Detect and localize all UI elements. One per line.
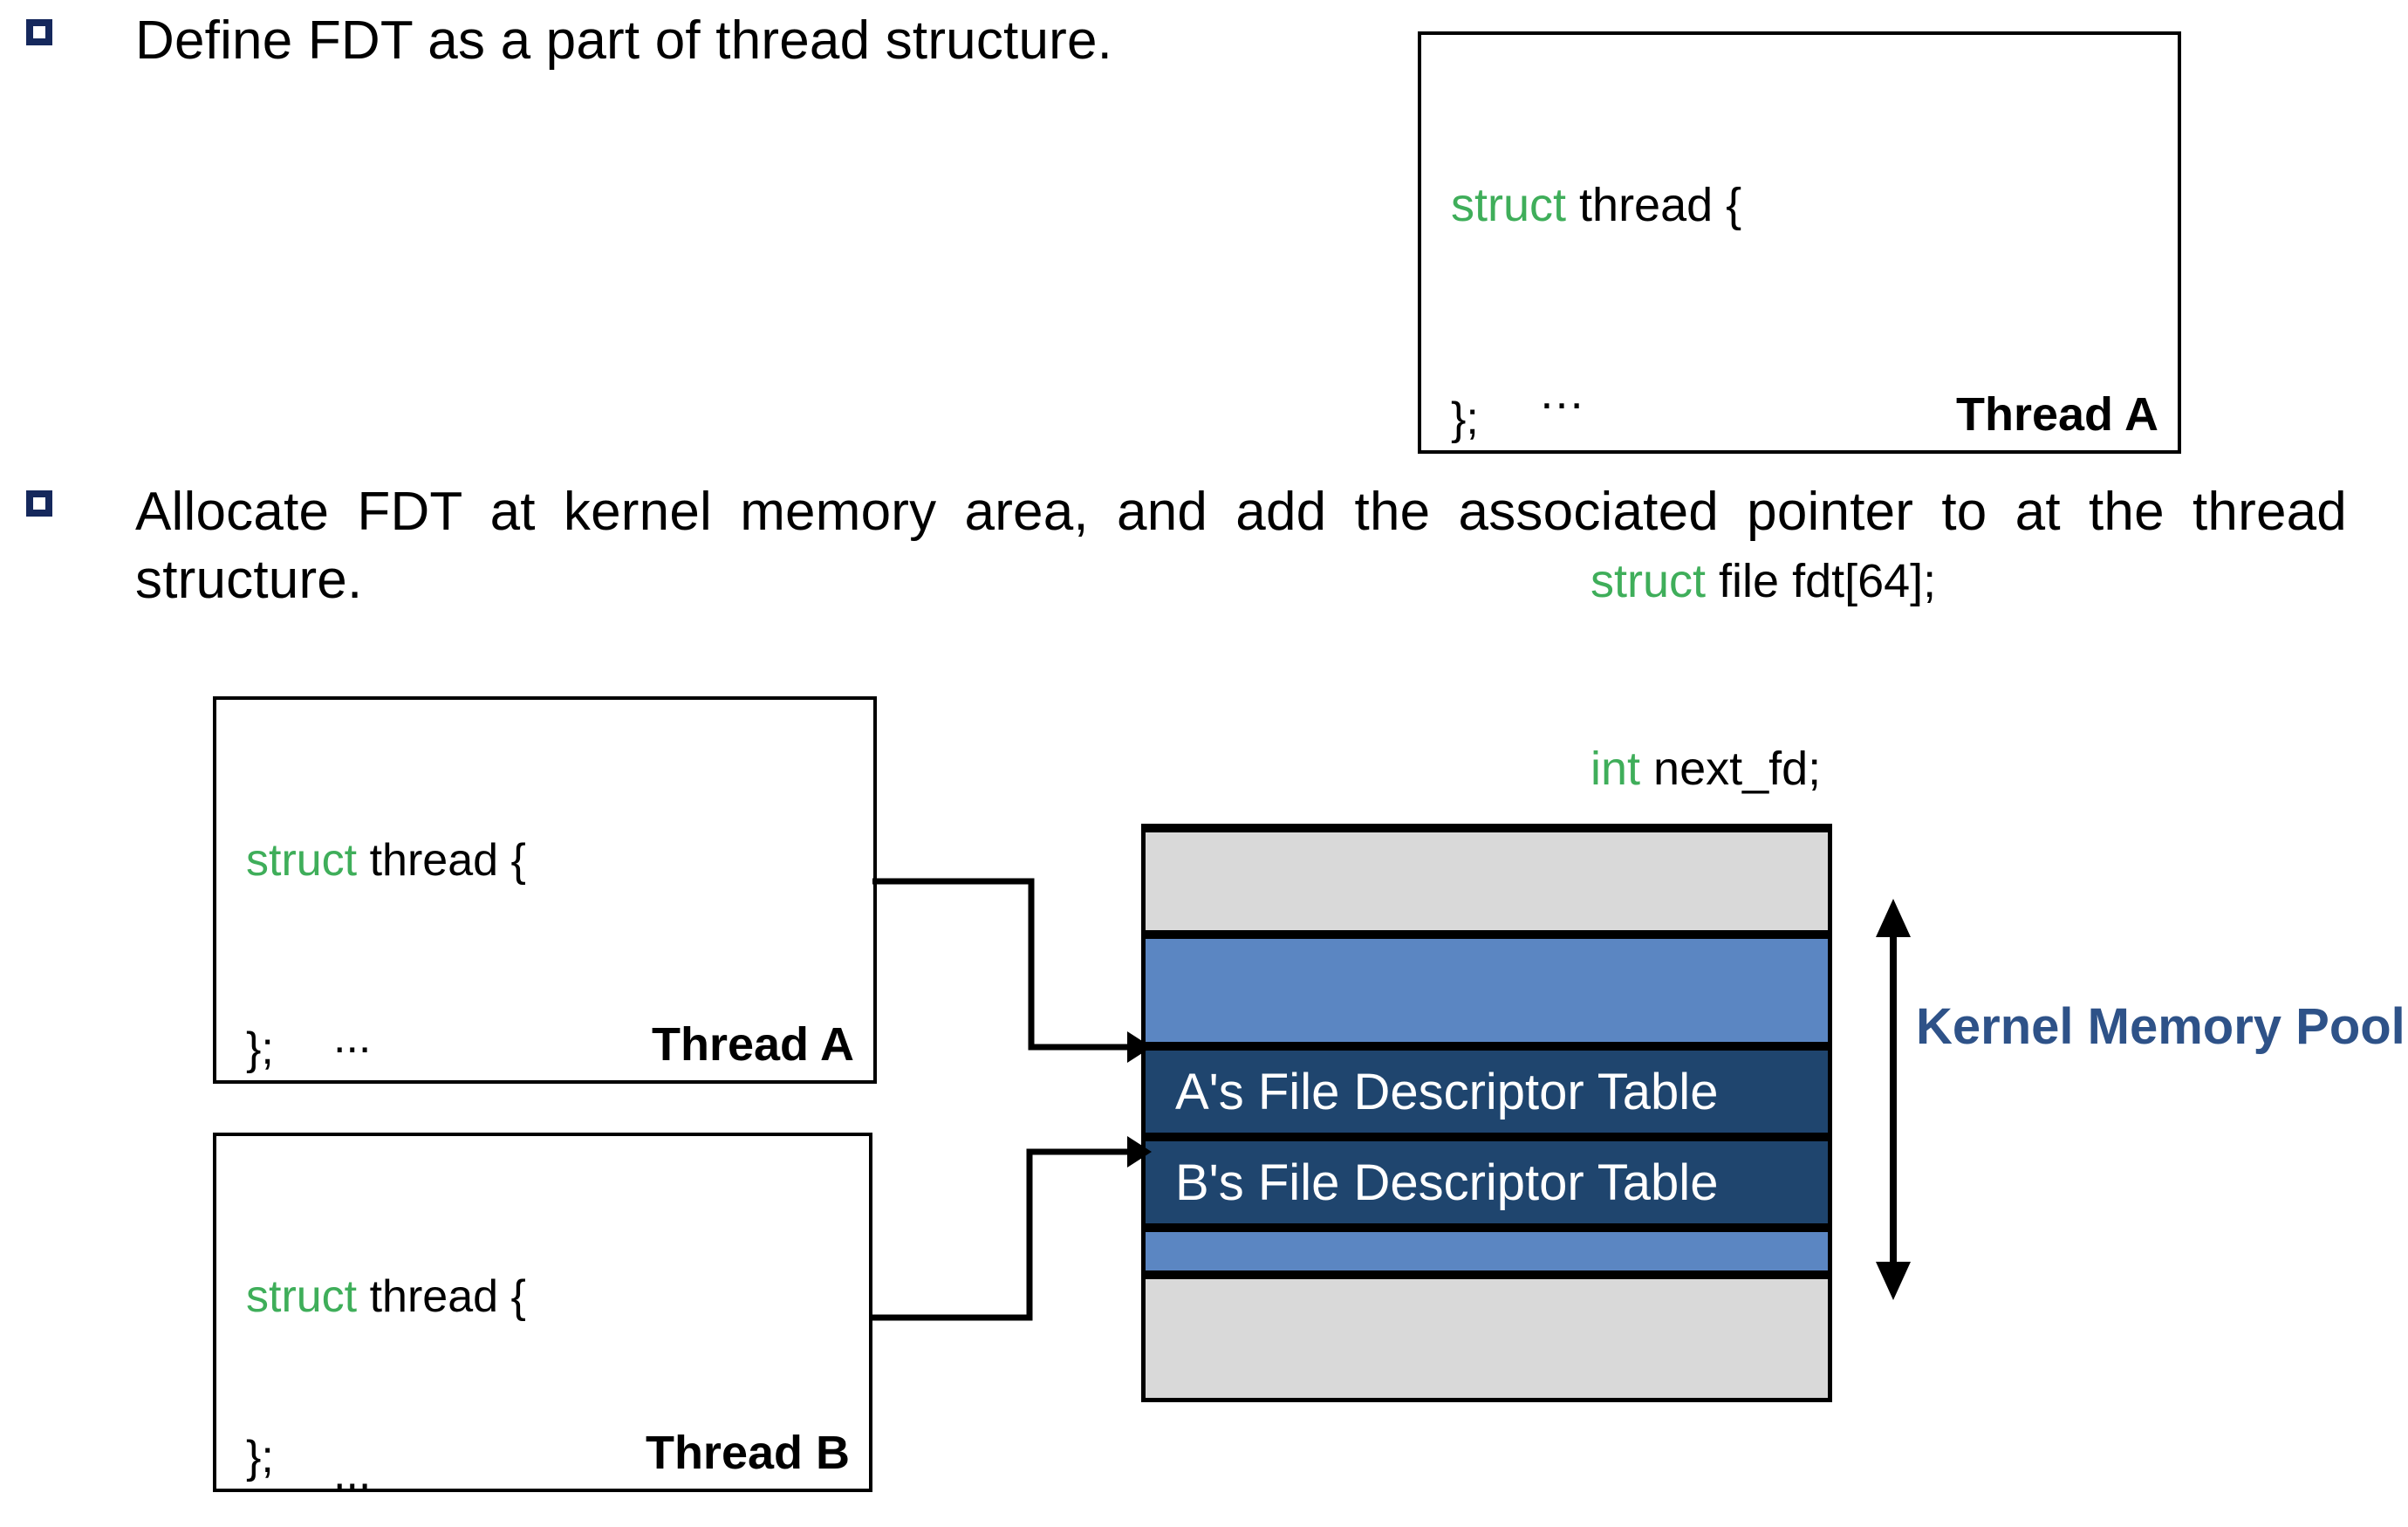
code-text: ... — [333, 1448, 372, 1499]
arrowhead-icon — [1127, 1031, 1152, 1063]
code-text: thread { — [1566, 178, 1742, 231]
code-text: thread { — [357, 835, 526, 887]
connector-thread-a-to-fdt — [872, 878, 1152, 1063]
memory-band-free-top — [1146, 828, 1828, 935]
code-text: … — [1538, 366, 1585, 420]
code-line: struct thread { — [246, 1268, 853, 1327]
connector-thread-b-to-fdt — [869, 1136, 1152, 1321]
thread-label: Thread A — [651, 1018, 854, 1071]
closing-brace: }; — [246, 1024, 274, 1074]
square-bullet-icon — [26, 490, 52, 517]
bullet-2-text: Allocate FDT at kernel memory area, and … — [135, 482, 2347, 611]
code-box-thread-a-static: struct thread { … struct file fdt[64]; i… — [1418, 31, 2181, 983]
memory-band-free-bottom — [1146, 1275, 1828, 1402]
code-box-thread-b-pointer: struct thread { ... struct file **fdt; i… — [213, 1133, 872, 1499]
code-line: … — [1451, 362, 2162, 425]
code-line: struct thread { — [246, 832, 858, 891]
closing-brace: }; — [1451, 394, 1479, 444]
memory-band-fdt-thread-a: A's File Descriptor Table — [1146, 1046, 1828, 1137]
thread-label: Thread B — [645, 1427, 850, 1479]
thread-label: Thread A — [1955, 388, 2158, 441]
code-box-thread-a-pointer: struct thread { ... struct file **fdt; i… — [213, 696, 877, 1417]
keyword-token: struct — [246, 835, 358, 887]
code-text: ... — [333, 1011, 372, 1063]
bullet-item-1: Define FDT as a part of thread structure… — [26, 7, 1112, 75]
memory-band-allocated-mid — [1146, 935, 1828, 1046]
kernel-memory-pool-label: Kernel Memory Pool — [1916, 998, 2405, 1055]
keyword-token: struct — [246, 1271, 358, 1323]
bullet-item-2: Allocate FDT at kernel memory area, and … — [26, 478, 2347, 614]
keyword-token: struct — [1591, 554, 1707, 607]
arrowhead-up-icon — [1876, 899, 1911, 937]
band-label-b: B's File Descriptor Table — [1175, 1154, 1719, 1211]
bullet-1-text: Define FDT as a part of thread structure… — [135, 10, 1113, 71]
code-lines: struct thread { ... struct file **fdt; i… — [246, 1150, 853, 1527]
arrowhead-down-icon — [1876, 1262, 1911, 1300]
arrowhead-icon — [1127, 1136, 1152, 1168]
code-line: int next_fd; — [1451, 738, 2162, 801]
code-line: struct file fdt[64]; — [1451, 551, 2162, 613]
kernel-memory-pool-extent-arrow — [1876, 899, 1911, 1300]
code-text: next_fd; — [1640, 742, 1822, 795]
code-line: struct thread { — [1451, 175, 2162, 237]
code-line: ... — [246, 1445, 853, 1504]
memory-band-fdt-thread-b: B's File Descriptor Table — [1146, 1137, 1828, 1228]
code-line: ... — [246, 1009, 858, 1068]
code-text: file fdt[64]; — [1706, 554, 1937, 607]
code-text: thread { — [357, 1271, 526, 1323]
keyword-token: int — [1591, 742, 1641, 795]
memory-band-allocated-low — [1146, 1228, 1828, 1275]
kernel-memory-pool: A's File Descriptor Table B's File Descr… — [1141, 824, 1832, 1402]
closing-brace: }; — [246, 1432, 274, 1482]
keyword-token: struct — [1451, 178, 1567, 231]
square-bullet-icon — [26, 19, 52, 45]
band-label-a: A's File Descriptor Table — [1175, 1063, 1719, 1120]
